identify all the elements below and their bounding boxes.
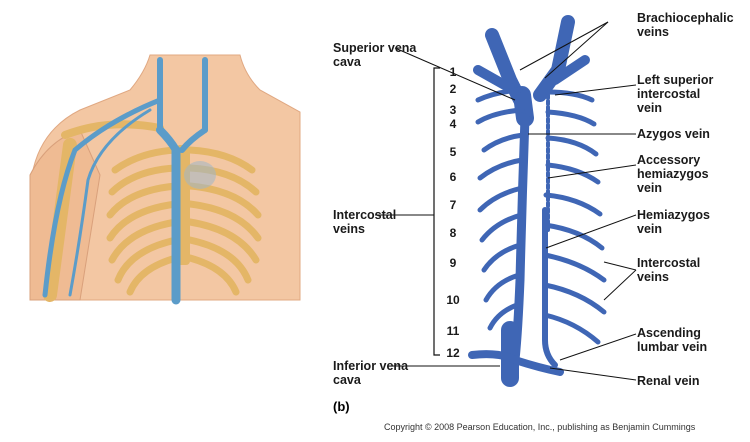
subclavian-right-vessel [550, 55, 590, 85]
rib-number: 8 [449, 226, 457, 240]
heart-area [184, 161, 216, 189]
label-intercostal-veins-left: Intercostal veins [333, 208, 397, 236]
rib-bracket [433, 67, 440, 356]
label-brachiocephalic-veins: Brachiocephalic veins [637, 11, 734, 39]
rib-number: 12 [446, 346, 460, 360]
label-hemiazygos-vein: Hemiazygos vein [637, 208, 710, 236]
label-ascending-lumbar-vein: Ascending lumbar vein [637, 326, 708, 354]
label-inferior-vena-cava: Inferior vena cava [333, 359, 409, 387]
copyright-text: Copyright © 2008 Pearson Education, Inc.… [384, 422, 696, 432]
rib-number: 7 [449, 198, 457, 212]
panel-letter: (b) [333, 399, 350, 414]
renal-vein-vessel [468, 350, 564, 376]
rib-number: 5 [449, 145, 457, 159]
label-intercostal-veins-right: Intercostal veins [637, 256, 701, 284]
label-left-superior-intercostal-vein: Left superior intercostal vein [637, 73, 714, 115]
rib-number: 6 [449, 170, 457, 184]
label-accessory-hemiazygos-vein: Accessory hemiazygos vein [637, 153, 709, 195]
humerus [43, 138, 77, 302]
brachiocephalic-right-vessel [533, 15, 575, 102]
hemiazygos-trunk [542, 207, 558, 368]
label-renal-vein: Renal vein [637, 374, 700, 388]
rib-number: 2 [449, 82, 457, 96]
rib-number: 3 [449, 103, 457, 117]
azygos-trunk [510, 113, 530, 365]
rib-number: 11 [446, 324, 460, 338]
rib-number: 10 [446, 293, 460, 307]
label-superior-vena-cava: Superior vena cava [333, 41, 417, 69]
chest-veins [42, 57, 208, 305]
leader-lines [375, 21, 637, 381]
label-azygos-vein: Azygos vein [637, 127, 710, 141]
rib-number: 1 [449, 65, 457, 79]
subclavian-left-vessel [473, 65, 515, 93]
rib-number: 9 [449, 256, 457, 270]
ribs-left [106, 146, 180, 296]
rib-number: 4 [449, 117, 457, 131]
